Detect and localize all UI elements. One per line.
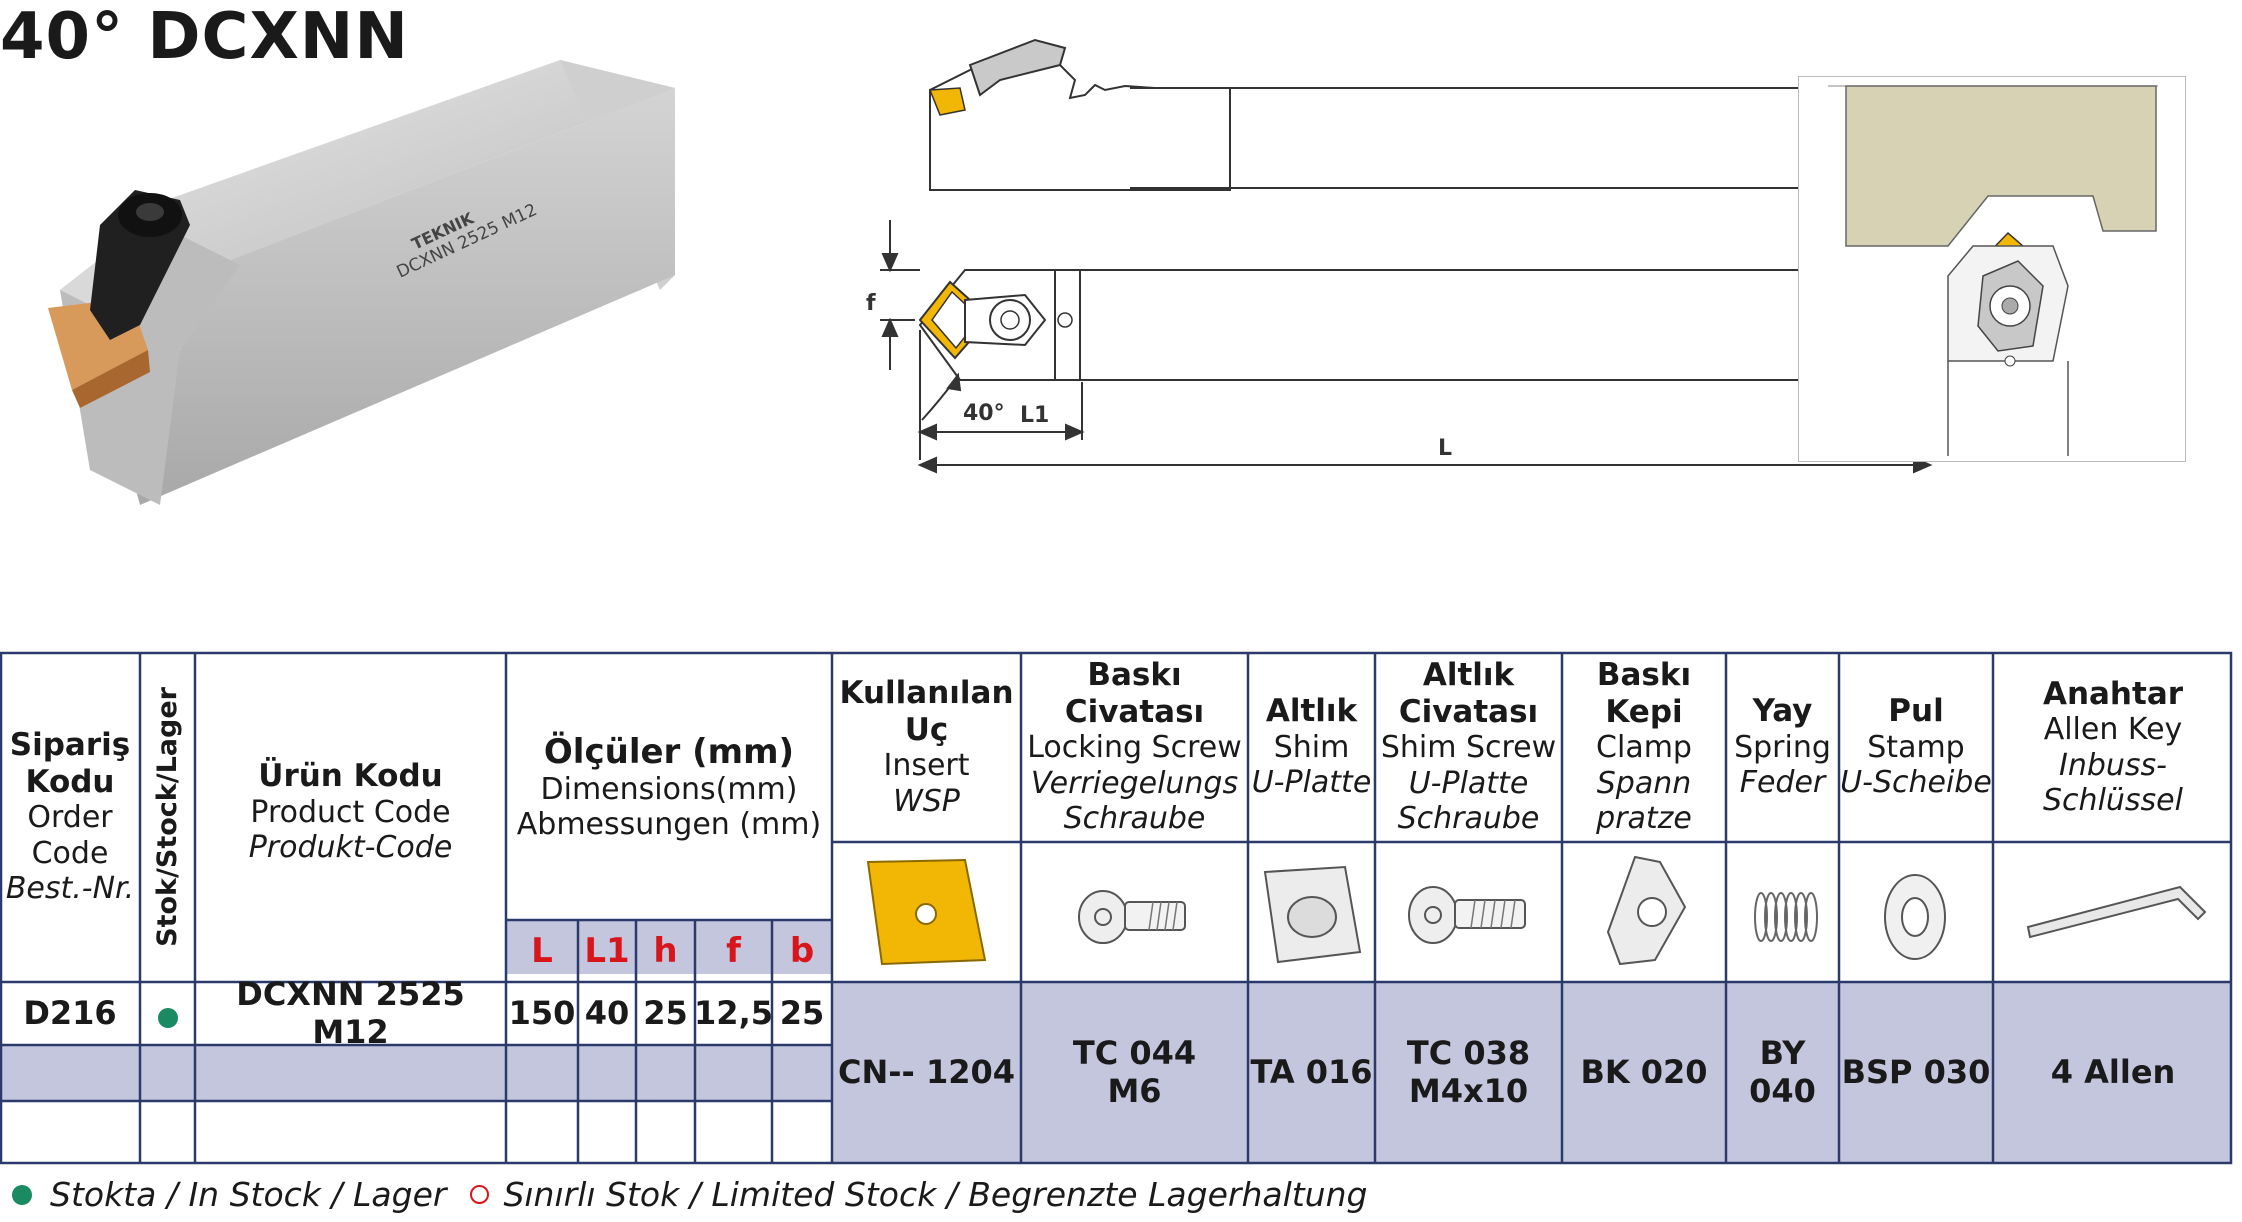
table-grid xyxy=(0,651,2233,1165)
application-detail-image xyxy=(1798,76,2186,462)
product-code-cell: DCXNN 2525 M12 xyxy=(236,974,465,1051)
dim-header-b: b xyxy=(789,930,815,971)
dim-h-cell: 25 xyxy=(643,993,688,1032)
angle-label: 40° xyxy=(963,401,1005,426)
header-insert: Kullanılan Uç Insert WSP xyxy=(839,675,1014,819)
stamp-image xyxy=(1884,874,1946,960)
shim-screw-image xyxy=(1408,886,1526,944)
dim-header-f: f xyxy=(726,930,741,971)
header-stock: Stok/Stock/Lager xyxy=(151,687,183,947)
header-stamp: Pul Stamp U-Scheibe xyxy=(1840,693,1992,801)
order-code-cell: D216 xyxy=(23,993,117,1032)
stamp-code-cell: BSP 030 xyxy=(1841,1053,1991,1092)
header-shim: Altlık Shim U-Platte xyxy=(1251,693,1372,801)
dim-header-L: L xyxy=(531,930,553,971)
insert-image xyxy=(866,858,987,966)
header-locking-screw: Baskı Civatası Locking Screw Verriegelun… xyxy=(1027,657,1242,837)
insert-code-cell: CN-- 1204 xyxy=(837,1053,1016,1092)
limited-stock-ring-icon xyxy=(470,1185,490,1204)
dim-L-label: L xyxy=(1438,436,1452,461)
dim-header-L1: L1 xyxy=(584,930,630,971)
dim-L-cell: 150 xyxy=(508,993,576,1032)
stock-legend: Stokta / In Stock / Lager Sınırlı Stok /… xyxy=(12,1175,1367,1214)
legend-limited-stock: Sınırlı Stok / Limited Stock / Begrenzte… xyxy=(503,1175,1368,1214)
legend-in-stock: Stokta / In Stock / Lager xyxy=(50,1175,447,1214)
dimension-drawing: h b f 40° xyxy=(866,38,1985,474)
header-key: Anahtar Allen Key Inbuss-Schlüssel xyxy=(2042,675,2184,818)
shim-image xyxy=(1263,865,1362,964)
header-shim-screw: Altlık Civatası Shim Screw U-Platte Schr… xyxy=(1380,657,1557,837)
dim-L1-label: L1 xyxy=(1020,403,1049,428)
dim-b-cell: 25 xyxy=(779,993,825,1032)
dim-f-cell: 12,5 xyxy=(694,993,773,1032)
in-stock-dot-icon xyxy=(12,1184,32,1205)
header-clamp: Baskı Kepi Clamp Spann pratze xyxy=(1596,657,1692,837)
header-order-code: Sipariş Kodu Order Code Best.-Nr. xyxy=(5,727,135,907)
dim-f-label: f xyxy=(866,291,876,316)
key-code-cell: 4 Allen xyxy=(2050,1053,2176,1092)
clamp-code-cell: BK 020 xyxy=(1580,1053,1708,1092)
shim-code-cell: TA 016 xyxy=(1250,1053,1373,1092)
dim-header-h: h xyxy=(653,930,678,971)
header-product-code: Ürün Kodu Product Code Produkt-Code xyxy=(248,758,453,866)
header-spring: Yay Spring Feder xyxy=(1734,693,1831,801)
in-stock-dot-icon xyxy=(157,1007,178,1028)
header-dimensions: Ölçüler (mm) Dimensions(mm) Abmessungen … xyxy=(516,731,822,843)
clamp-image xyxy=(1606,855,1687,966)
allen-key-image xyxy=(2026,885,2207,939)
stock-cell xyxy=(140,982,195,1045)
spring-image xyxy=(1754,892,1818,942)
locking-screw-image xyxy=(1078,890,1186,944)
tool-holder-render: TEKNIK DCXNN 2525 M12 xyxy=(48,60,675,505)
dim-L1-cell: 40 xyxy=(584,993,630,1032)
spec-table: Sipariş Kodu Order Code Best.-Nr. Stok/S… xyxy=(0,651,2233,1166)
page-title: 40° DCXNN xyxy=(0,0,409,74)
